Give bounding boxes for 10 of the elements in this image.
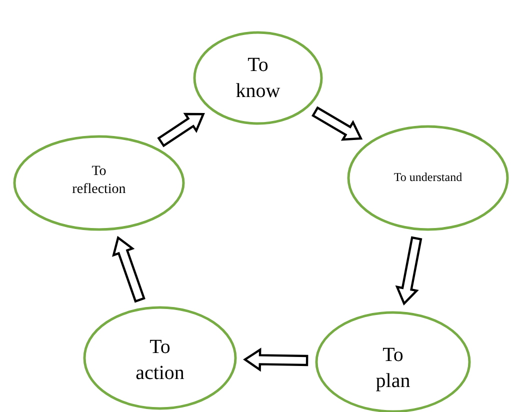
stage-label: To know	[234, 53, 282, 104]
block-arrow	[312, 106, 363, 141]
stage-label: To understand	[393, 170, 463, 186]
block-arrow	[157, 112, 205, 148]
stage-label: To plan	[374, 343, 412, 394]
stage-label: To reflection	[71, 162, 127, 199]
stage-label: To action	[134, 335, 186, 386]
block-arrow	[243, 348, 308, 372]
block-arrow	[112, 236, 146, 303]
block-arrow	[395, 236, 422, 306]
